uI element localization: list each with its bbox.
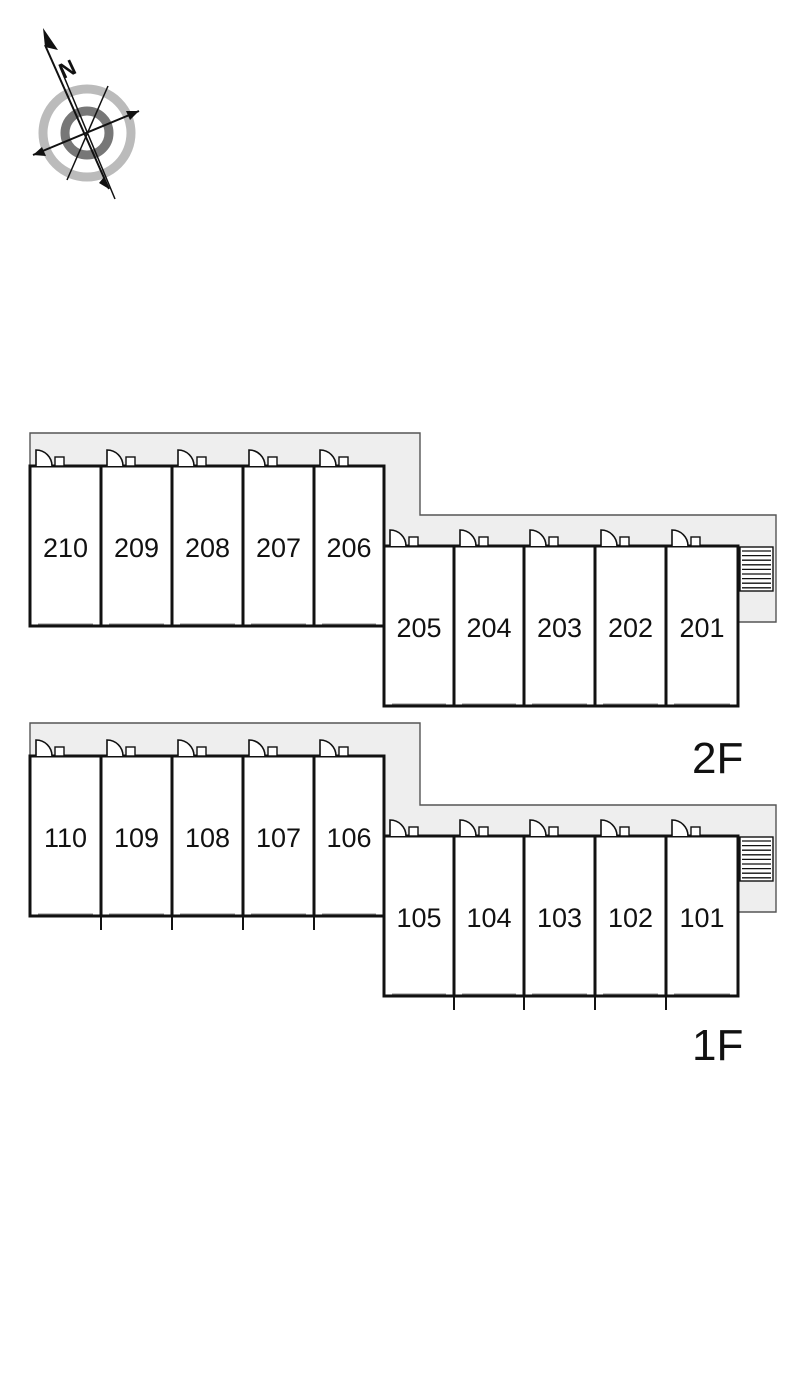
room-number-label: 107	[256, 823, 301, 853]
door-icon	[600, 529, 630, 547]
unit-202: 202	[593, 529, 668, 708]
unit-101: 101	[664, 819, 740, 998]
floor-label: 2F	[692, 734, 743, 783]
door-icon	[248, 739, 278, 757]
door-icon	[671, 529, 701, 547]
unit-105: 105	[382, 819, 456, 998]
door-icon	[529, 529, 559, 547]
room-number-label: 108	[185, 823, 230, 853]
unit-206: 206	[312, 449, 386, 628]
unit-outline	[593, 544, 668, 708]
room-number-label: 203	[537, 613, 582, 643]
unit-outline	[382, 834, 456, 998]
room-number-label: 102	[608, 903, 653, 933]
staircase-icon	[739, 546, 774, 592]
door-icon	[35, 739, 65, 757]
room-number-label: 210	[43, 533, 88, 563]
door-icon	[389, 529, 419, 547]
unit-110: 110	[28, 739, 103, 918]
unit-208: 208	[170, 449, 245, 628]
unit-outline	[593, 834, 668, 998]
floor-1f: 110 109 108 107 106 105 104 103 102 101 1F	[28, 722, 777, 1070]
room-number-label: 205	[396, 613, 441, 643]
door-icon	[177, 739, 207, 757]
unit-102: 102	[593, 819, 668, 998]
unit-outline	[28, 464, 103, 628]
unit-outline	[312, 754, 386, 918]
room-number-label: 206	[326, 533, 371, 563]
room-number-label: 106	[326, 823, 371, 853]
unit-109: 109	[99, 739, 174, 918]
door-icon	[106, 739, 136, 757]
unit-outline	[99, 754, 174, 918]
room-number-label: 209	[114, 533, 159, 563]
unit-210: 210	[28, 449, 103, 628]
unit-outline	[664, 834, 740, 998]
floor-label: 1F	[692, 1021, 743, 1070]
unit-204: 204	[452, 529, 526, 708]
unit-209: 209	[99, 449, 174, 628]
door-icon	[35, 449, 65, 467]
unit-outline	[241, 464, 316, 628]
door-icon	[319, 449, 349, 467]
door-icon	[529, 819, 559, 837]
unit-103: 103	[522, 819, 597, 998]
door-icon	[671, 819, 701, 837]
unit-outline	[522, 544, 597, 708]
staircase-icon	[739, 836, 774, 882]
room-number-label: 105	[396, 903, 441, 933]
unit-outline	[170, 754, 245, 918]
door-icon	[248, 449, 278, 467]
room-number-label: 208	[185, 533, 230, 563]
unit-108: 108	[170, 739, 245, 918]
room-number-label: 101	[679, 903, 724, 933]
unit-104: 104	[452, 819, 526, 998]
room-number-label: 202	[608, 613, 653, 643]
unit-outline	[452, 544, 526, 708]
unit-207: 207	[241, 449, 316, 628]
room-number-label: 207	[256, 533, 301, 563]
floor-2f: 210 209 208 207 206 205 204 203 202 201 2F	[28, 432, 777, 783]
unit-outline	[522, 834, 597, 998]
compass-rose-icon: N	[32, 28, 140, 200]
door-icon	[389, 819, 419, 837]
room-number-label: 103	[537, 903, 582, 933]
unit-203: 203	[522, 529, 597, 708]
room-number-label: 109	[114, 823, 159, 853]
door-icon	[459, 819, 489, 837]
door-icon	[459, 529, 489, 547]
unit-106: 106	[312, 739, 386, 918]
door-icon	[319, 739, 349, 757]
room-number-label: 201	[679, 613, 724, 643]
door-icon	[106, 449, 136, 467]
unit-outline	[170, 464, 245, 628]
compass-north-label: N	[55, 54, 80, 83]
unit-205: 205	[382, 529, 456, 708]
unit-201: 201	[664, 529, 740, 708]
room-number-label: 110	[44, 823, 87, 853]
unit-outline	[382, 544, 456, 708]
door-icon	[177, 449, 207, 467]
door-icon	[600, 819, 630, 837]
unit-outline	[28, 754, 103, 918]
room-number-label: 104	[466, 903, 511, 933]
unit-outline	[452, 834, 526, 998]
room-number-label: 204	[466, 613, 511, 643]
unit-107: 107	[241, 739, 316, 918]
unit-outline	[664, 544, 740, 708]
